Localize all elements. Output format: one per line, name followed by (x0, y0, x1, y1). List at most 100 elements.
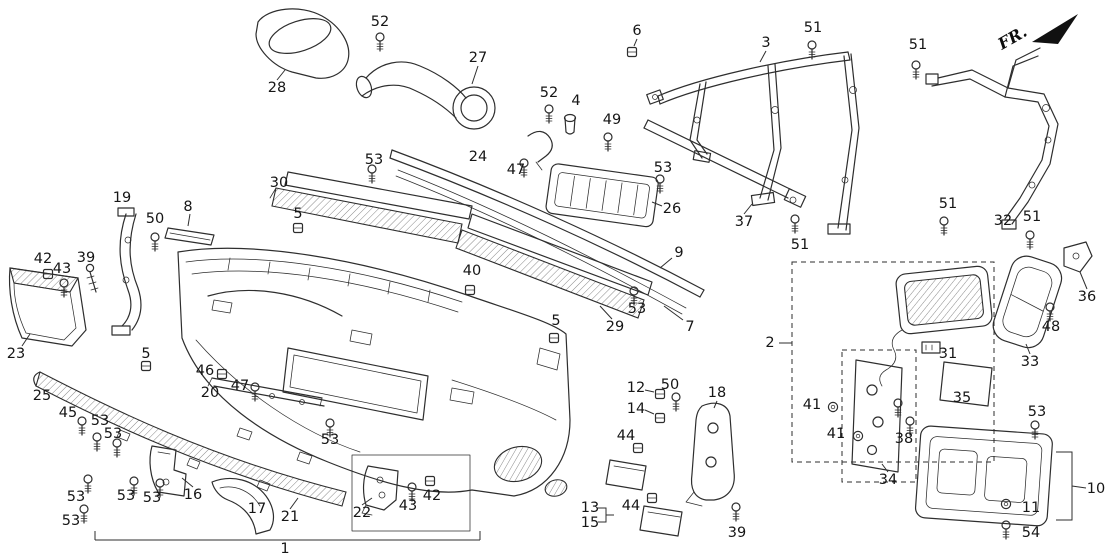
callout-51: 51 (1023, 209, 1041, 225)
screw-52-icon (375, 32, 385, 52)
callout-43: 43 (399, 498, 417, 514)
callout-53: 53 (1028, 404, 1046, 420)
fr-arrow-icon (1032, 14, 1078, 44)
part-8-strip (164, 213, 215, 246)
callout-21: 21 (281, 509, 299, 525)
callout-22: 22 (353, 505, 371, 521)
callout-28: 28 (268, 80, 286, 96)
callout-32: 32 (994, 213, 1012, 229)
callout-33: 33 (1021, 354, 1039, 370)
part-6-clip-icon (626, 46, 638, 58)
part-34-bracket-plate (841, 349, 917, 483)
part-2-glovebox-assembly (779, 261, 995, 463)
callout-35: 35 (953, 390, 971, 406)
callout-17: 17 (248, 501, 266, 517)
callout-53: 53 (104, 426, 122, 442)
callout-4: 4 (571, 93, 580, 109)
callout-44: 44 (617, 428, 635, 444)
callout-24: 24 (469, 149, 487, 165)
screw-51-icon (1025, 230, 1035, 250)
callout-51: 51 (909, 37, 927, 53)
callout-3: 3 (761, 35, 770, 51)
screw-51-icon (790, 214, 800, 234)
part-36-bracket (1063, 241, 1093, 290)
part-26-center-vent (545, 163, 659, 228)
callout-23: 23 (7, 346, 25, 362)
nut-41-icon (827, 401, 839, 413)
clip-5-icon (292, 222, 304, 234)
callout-46: 46 (196, 363, 214, 379)
screw-52-icon (544, 104, 554, 124)
callout-14: 14 (627, 401, 645, 417)
callout-16: 16 (184, 487, 202, 503)
part-1-instrument-panel (177, 247, 571, 497)
callout-53: 53 (62, 513, 80, 529)
screw-39-icon (731, 502, 741, 522)
callout-47: 47 (231, 378, 249, 394)
callout-39: 39 (728, 525, 746, 541)
part-20-lower-bar (207, 377, 325, 407)
callout-36: 36 (1078, 289, 1096, 305)
screw-50-icon (671, 392, 681, 412)
callout-44: 44 (622, 498, 640, 514)
callout-27: 27 (469, 50, 487, 66)
screw-49-icon (603, 132, 613, 152)
part-33-airbag-module (992, 255, 1063, 355)
reference-bracket-1 (94, 531, 481, 541)
callout-7: 7 (685, 319, 694, 335)
leader-6 (633, 38, 638, 47)
callout-6: 6 (632, 23, 641, 39)
part-3-frame-beam (646, 50, 860, 235)
part-27-heater-duct (355, 61, 496, 130)
clip-40-icon (464, 284, 476, 296)
callout-54: 54 (1022, 525, 1040, 541)
callout-37: 37 (735, 214, 753, 230)
callout-20: 20 (201, 385, 219, 401)
part-37-stay-bar (643, 119, 807, 215)
callout-42: 42 (423, 488, 441, 504)
part-10-lower-cover (914, 425, 1087, 527)
callout-13: 13 (581, 500, 599, 516)
callout-9: 9 (674, 245, 683, 261)
callout-30: 30 (270, 175, 288, 191)
clip-5-icon (140, 360, 152, 372)
callout-51: 51 (804, 20, 822, 36)
callout-29: 29 (606, 319, 624, 335)
callout-1: 1 (280, 541, 289, 554)
callout-52: 52 (540, 85, 558, 101)
callout-8: 8 (183, 199, 192, 215)
callout-53: 53 (91, 413, 109, 429)
screw-53-icon (79, 504, 89, 524)
leader-26 (651, 201, 663, 207)
part-13-15-covers (598, 459, 683, 537)
callout-26: 26 (663, 201, 681, 217)
callout-5: 5 (141, 346, 150, 362)
callout-11: 11 (1022, 500, 1040, 516)
callout-43: 43 (53, 261, 71, 277)
callout-53: 53 (117, 488, 135, 504)
callout-53: 53 (628, 301, 646, 317)
screw-50-icon (150, 232, 160, 252)
part-12-14-clips (644, 389, 655, 415)
callout-19: 19 (113, 190, 131, 206)
callout-53: 53 (365, 152, 383, 168)
callout-12: 12 (627, 380, 645, 396)
callout-15: 15 (581, 515, 599, 531)
clip-46-icon (216, 368, 228, 380)
callout-53: 53 (654, 160, 672, 176)
part-14-clip-icon (654, 412, 666, 424)
part-24-clamp (527, 130, 553, 171)
part-22-bracket-box (351, 454, 471, 532)
part-29-vent-rail (455, 213, 653, 320)
nut-41-icon (852, 430, 864, 442)
callout-53: 53 (321, 432, 339, 448)
part-25-21-lower-trim (33, 371, 347, 510)
part-17-bracket (211, 477, 275, 535)
callout-18: 18 (708, 385, 726, 401)
clip-5-icon (548, 332, 560, 344)
callout-25: 25 (33, 388, 51, 404)
part-28-defroster-garnish (255, 8, 350, 81)
